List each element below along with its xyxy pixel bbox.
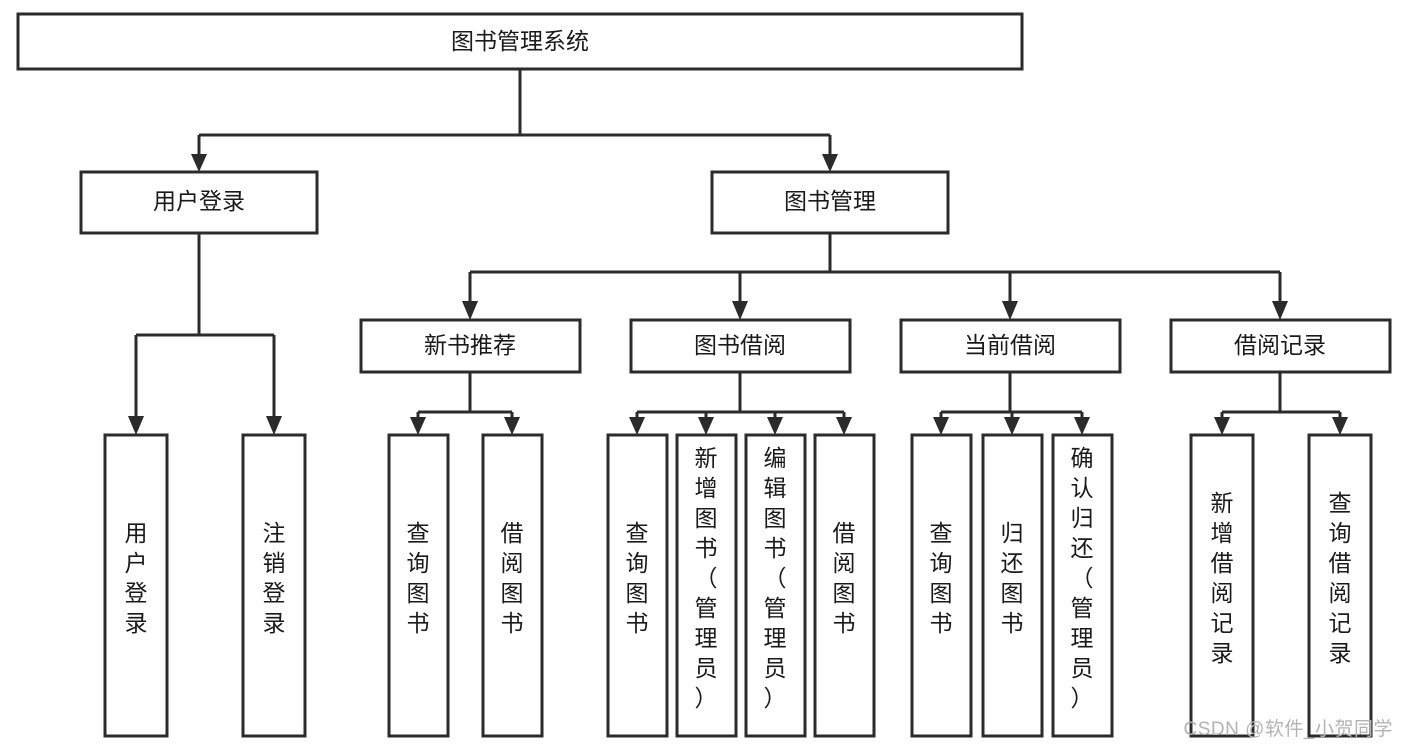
leaf-query-borrow-record[interactable]: 查询借阅记录 (1307, 433, 1373, 738)
leaf-return-book[interactable]: 归还图书 (981, 433, 1044, 738)
leaf-return-book-box[interactable] (981, 433, 1044, 738)
arrowhead-leaf-user-login (128, 416, 144, 435)
leaf-user-login-box[interactable] (103, 433, 169, 738)
node-book-manage[interactable]: 图书管理 (710, 170, 950, 235)
arrowhead-borrow-book-recommend (504, 417, 520, 435)
leaf-confirm-return-admin-label: 确认归还（管理员） (1071, 445, 1094, 711)
node-book-manage-box[interactable] (710, 170, 950, 235)
arrowhead-borrow-record (1272, 301, 1288, 320)
leaf-add-book-admin-label: 新增图书（管理员） (695, 445, 718, 711)
leaf-user-logout-box[interactable] (241, 433, 307, 738)
connector-group-user-login (128, 233, 282, 435)
connector-group-current-borrow (933, 372, 1090, 435)
leaf-user-login-label: 用户登录 (125, 520, 148, 636)
connector-group-root (191, 69, 838, 172)
arrowhead-add-borrow-record (1214, 417, 1230, 435)
arrowhead-user-login (191, 154, 207, 172)
leaf-query-book-recommend-box[interactable] (387, 433, 450, 738)
arrowhead-edit-book-admin (767, 417, 783, 435)
arrowhead-query-borrow-record (1332, 417, 1348, 435)
node-current-borrow[interactable]: 当前借阅 (899, 318, 1122, 374)
node-book-borrow[interactable]: 图书借阅 (629, 318, 852, 374)
leaf-return-book-label: 归还图书 (1001, 520, 1024, 636)
leaf-user-logout[interactable]: 注销登录 (241, 433, 307, 738)
node-user-login-box[interactable] (79, 170, 319, 235)
leaf-borrow-book-recommend-box[interactable] (481, 433, 544, 738)
leaf-add-book-admin[interactable]: 新增图书（管理员） (675, 433, 738, 738)
node-user-login-label: 用户登录 (153, 188, 245, 214)
leaf-add-borrow-record-label: 新增借阅记录 (1211, 490, 1234, 666)
arrowhead-borrow-book (836, 417, 852, 435)
node-borrow-record[interactable]: 借阅记录 (1169, 318, 1392, 374)
arrowhead-confirm-return-admin (1074, 417, 1090, 435)
leaf-add-borrow-record[interactable]: 新增借阅记录 (1189, 433, 1255, 738)
node-new-book-recommend[interactable]: 新书推荐 (359, 318, 582, 374)
connector-group-borrow-record (1214, 372, 1348, 435)
leaf-query-book-current-label: 查询图书 (930, 520, 953, 636)
leaf-borrow-book-label: 借阅图书 (833, 520, 856, 636)
leaf-add-book-admin-box[interactable] (675, 433, 738, 738)
node-book-manage-label: 图书管理 (784, 188, 876, 214)
leaf-query-book-borrow-box[interactable] (606, 433, 669, 738)
leaf-borrow-book-box[interactable] (813, 433, 876, 738)
leaf-query-book-current-box[interactable] (910, 433, 973, 738)
node-new-book-recommend-box[interactable] (359, 318, 582, 374)
node-user-login[interactable]: 用户登录 (79, 170, 319, 235)
node-current-borrow-label: 当前借阅 (964, 332, 1056, 358)
node-borrow-record-box[interactable] (1169, 318, 1392, 374)
connector-group-new-book-recommend (410, 372, 520, 435)
leaf-query-borrow-record-label: 查询借阅记录 (1329, 490, 1352, 666)
leaf-borrow-book[interactable]: 借阅图书 (813, 433, 876, 738)
arrowhead-return-book (1004, 417, 1020, 435)
arrowhead-add-book-admin (698, 417, 714, 435)
leaf-query-book-borrow[interactable]: 查询图书 (606, 433, 669, 738)
leaf-query-book-borrow-label: 查询图书 (626, 520, 649, 636)
leaf-confirm-return-admin[interactable]: 确认归还（管理员） (1051, 433, 1114, 738)
node-book-borrow-label: 图书借阅 (694, 332, 786, 358)
leaf-user-logout-label: 注销登录 (263, 520, 286, 636)
leaf-edit-book-admin[interactable]: 编辑图书（管理员） (744, 433, 807, 738)
node-book-borrow-box[interactable] (629, 318, 852, 374)
leaf-query-book-recommend[interactable]: 查询图书 (387, 433, 450, 738)
arrowhead-current-borrow (1002, 301, 1018, 320)
arrowhead-query-book-recommend (410, 417, 426, 435)
leaf-edit-book-admin-box[interactable] (744, 433, 807, 738)
arrowhead-new-book-recommend (462, 301, 478, 320)
node-new-book-recommend-label: 新书推荐 (424, 332, 516, 358)
arrowhead-query-book-borrow (629, 417, 645, 435)
connector-group-book-manage (462, 233, 1288, 320)
connector-group-book-borrow (629, 372, 852, 435)
arrowhead-book-manage (822, 154, 838, 172)
leaf-confirm-return-admin-box[interactable] (1051, 433, 1114, 738)
leaf-add-borrow-record-box[interactable] (1189, 433, 1255, 738)
leaf-query-book-current[interactable]: 查询图书 (910, 433, 973, 738)
node-root[interactable]: 图书管理系统 (16, 12, 1024, 71)
node-borrow-record-label: 借阅记录 (1234, 332, 1326, 358)
leaf-borrow-book-recommend[interactable]: 借阅图书 (481, 433, 544, 738)
leaf-query-borrow-record-box[interactable] (1307, 433, 1373, 738)
node-current-borrow-box[interactable] (899, 318, 1122, 374)
arrowhead-book-borrow (732, 301, 748, 320)
arrowhead-leaf-user-logout (266, 416, 282, 435)
node-root-label: 图书管理系统 (451, 28, 589, 54)
node-root-box[interactable] (16, 12, 1024, 71)
leaf-user-login[interactable]: 用户登录 (103, 433, 169, 738)
leaf-edit-book-admin-label: 编辑图书（管理员） (764, 445, 787, 711)
arrowhead-query-book-current (933, 417, 949, 435)
leaf-query-book-recommend-label: 查询图书 (407, 520, 430, 636)
leaf-borrow-book-recommend-label: 借阅图书 (501, 520, 524, 636)
